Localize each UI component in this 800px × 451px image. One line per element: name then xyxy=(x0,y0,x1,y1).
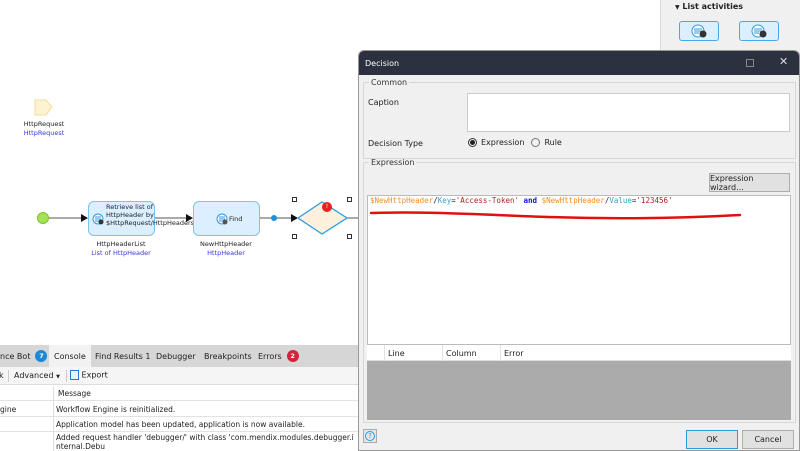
retrieve-activity[interactable]: Retrieve list of HttpHeader by $HttpRequ… xyxy=(88,201,155,236)
decision-type-radio-group: Expression Rule xyxy=(468,138,562,147)
resize-handle[interactable] xyxy=(347,234,352,239)
decision-dialog: Decision ✕ Common Caption Decision Type … xyxy=(358,50,800,451)
activity-caption: Retrieve list of HttpHeader by $HttpRequ… xyxy=(106,203,154,227)
tab-find-results[interactable]: Find Results 1 xyxy=(90,345,155,367)
count-badge: 2 xyxy=(287,350,299,362)
export-label: Export xyxy=(82,371,108,380)
list-aggregate-icon xyxy=(689,24,709,38)
resize-handle[interactable] xyxy=(292,197,297,202)
expression-wizard-button[interactable]: Expression wizard... xyxy=(709,173,790,192)
advanced-label: Advanced xyxy=(14,371,54,380)
expression-code[interactable]: $NewHttpHeader/Key='Access-Token' and $N… xyxy=(370,196,673,205)
resize-handle[interactable] xyxy=(347,197,352,202)
change-list-button[interactable] xyxy=(739,21,779,41)
separator xyxy=(66,370,67,382)
column-line: Line xyxy=(388,349,405,358)
activity-output-type: List of HttpHeader xyxy=(81,249,161,257)
radio-expression-label[interactable]: Expression xyxy=(481,138,524,147)
tab-label: Breakpoints xyxy=(204,352,252,361)
retrieve-icon xyxy=(92,213,104,225)
expression-token: Key xyxy=(438,196,452,205)
caret-down-icon: ▼ xyxy=(56,374,60,380)
parameter-type: HttpRequest xyxy=(14,129,74,137)
parameter-icon[interactable] xyxy=(34,99,54,117)
tab-label: nce Bot xyxy=(0,352,30,361)
resize-handle[interactable] xyxy=(292,234,297,239)
row-message: Added request handler 'debugger/' with c… xyxy=(56,433,356,451)
expression-token: and xyxy=(524,196,538,205)
csv-export-icon xyxy=(70,370,79,380)
caption-input[interactable] xyxy=(467,93,790,132)
tab-assistance-bot[interactable]: nce Bot 7 xyxy=(0,345,52,367)
find-activity[interactable]: Find xyxy=(193,201,260,236)
maximize-icon[interactable] xyxy=(746,59,754,67)
radio-expression[interactable] xyxy=(468,138,477,147)
activity-caption: Find xyxy=(229,215,242,223)
expression-token: $NewHttpHeader xyxy=(370,196,433,205)
error-table-header: Line Column Error xyxy=(367,345,791,361)
tab-breakpoints[interactable]: Breakpoints xyxy=(199,345,257,367)
find-icon xyxy=(216,213,228,225)
help-icon: ? xyxy=(365,431,375,441)
close-icon[interactable]: ✕ xyxy=(779,55,788,68)
start-event[interactable] xyxy=(37,212,49,224)
cancel-button[interactable]: Cancel xyxy=(742,430,794,449)
advanced-dropdown[interactable]: Advanced ▼ xyxy=(14,371,60,380)
ok-button[interactable]: OK xyxy=(686,430,738,449)
count-badge: 7 xyxy=(35,350,47,362)
export-button[interactable]: Export xyxy=(70,370,108,380)
radio-rule-label[interactable]: Rule xyxy=(544,138,561,147)
tab-label: Console xyxy=(54,352,86,361)
expression-token: '123456' xyxy=(636,196,672,205)
list-edit-icon xyxy=(749,24,769,38)
expression-token: 'Access-Token' xyxy=(456,196,519,205)
tab-label: Errors xyxy=(258,352,282,361)
radio-rule[interactable] xyxy=(531,138,540,147)
table-row[interactable]: Application model has been updated, appl… xyxy=(0,417,358,432)
red-underline-annotation xyxy=(368,206,792,226)
tab-debugger[interactable]: Debugger xyxy=(151,345,201,367)
tab-errors[interactable]: Errors 2 xyxy=(253,345,304,367)
section-title-text: List activities xyxy=(682,2,743,11)
column-column: Column xyxy=(446,349,477,358)
caption-label: Caption xyxy=(368,98,399,107)
activity-output: HttpHeaderList xyxy=(81,240,161,248)
expression-legend: Expression xyxy=(369,158,416,167)
expression-editor[interactable]: $NewHttpHeader/Key='Access-Token' and $N… xyxy=(367,195,791,345)
row-message: Workflow Engine is reinitialized. xyxy=(56,405,175,414)
dialog-titlebar: Decision ✕ xyxy=(359,51,799,75)
help-button[interactable]: ? xyxy=(363,429,377,443)
separator xyxy=(8,370,9,382)
error-badge: ! xyxy=(322,202,332,212)
table-row[interactable]: gine Workflow Engine is reinitialized. xyxy=(0,401,358,417)
caret-down-icon: ▼ xyxy=(675,4,680,11)
decision-type-label: Decision Type xyxy=(368,139,423,148)
error-list xyxy=(367,361,791,420)
expression-token: $NewHttpHeader xyxy=(542,196,605,205)
column-header-message: Message xyxy=(58,389,91,398)
row-message: Application model has been updated, appl… xyxy=(56,420,356,429)
tab-label: Debugger xyxy=(156,352,196,361)
activity-output: NewHttpHeader xyxy=(186,240,266,248)
console-table-header: Message xyxy=(0,386,358,401)
dialog-title: Decision xyxy=(365,59,399,68)
activity-output-type: HttpHeader xyxy=(186,249,266,257)
parameter-name: HttpRequest xyxy=(14,120,74,128)
clear-button[interactable]: k xyxy=(0,371,4,380)
console-toolbar: k Advanced ▼ Export xyxy=(0,367,358,385)
table-row[interactable]: Added request handler 'debugger/' with c… xyxy=(0,432,358,451)
toolbox-section-title[interactable]: ▼ List activities xyxy=(675,2,743,13)
column-error: Error xyxy=(504,349,524,358)
tab-label: Find Results 1 xyxy=(95,352,150,361)
common-legend: Common xyxy=(369,78,409,87)
bottom-tab-bar: nce Bot 7 Console Find Results 1 Debugger… xyxy=(0,345,358,367)
expression-token: Value xyxy=(609,196,632,205)
row-source: gine xyxy=(0,405,16,414)
aggregate-list-button[interactable] xyxy=(679,21,719,41)
tab-console[interactable]: Console xyxy=(49,345,91,367)
